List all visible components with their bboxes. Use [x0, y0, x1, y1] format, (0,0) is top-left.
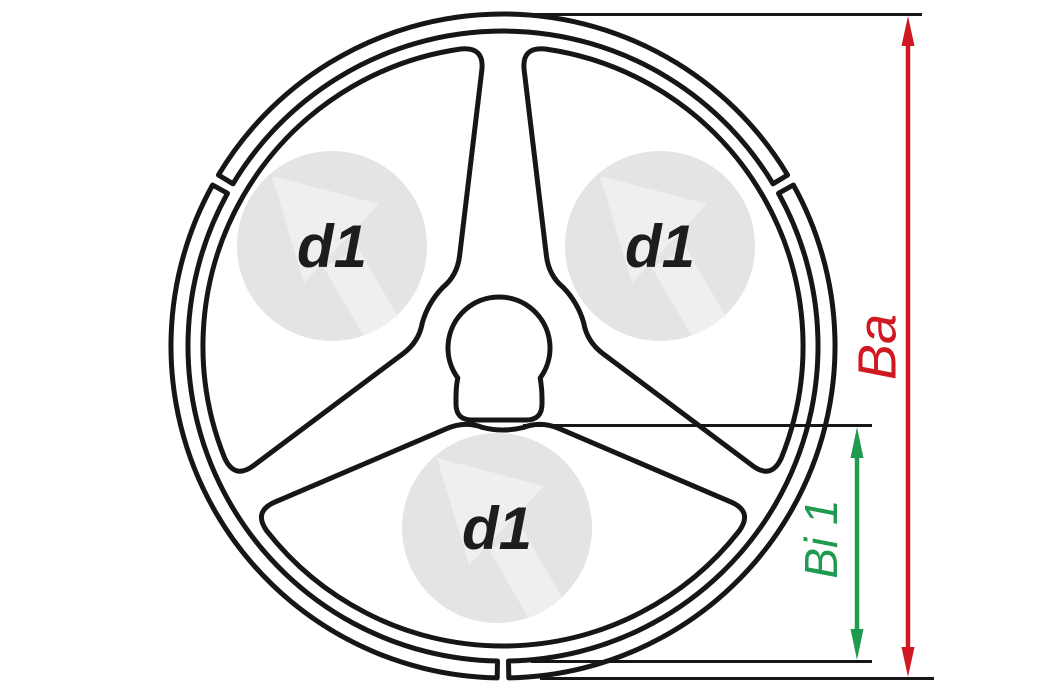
ba-arrowhead-down-icon	[901, 647, 915, 677]
hub-bore	[445, 294, 553, 423]
rim-sector-lower-left	[168, 182, 500, 681]
extension-lines	[503, 13, 934, 680]
bi1-arrowhead-down-icon	[850, 629, 864, 660]
ba-dimension-label: Ba	[847, 314, 907, 380]
ba-arrowhead-up-icon	[901, 16, 915, 46]
rim-sector-top	[215, 11, 791, 187]
hole-circles: d1 d1 d1	[237, 151, 755, 623]
hole-diameter-label: d1	[297, 213, 367, 280]
ba-dimension: Ba	[847, 16, 915, 677]
bi1-arrowhead-up-icon	[850, 427, 864, 458]
hole-diameter-label: d1	[625, 213, 695, 280]
bi1-dimension-label: Bi 1	[795, 499, 847, 578]
hole-upper-right: d1	[565, 151, 755, 341]
hole-diameter-label: d1	[462, 495, 532, 562]
bi1-dimension: Bi 1	[795, 427, 864, 660]
rim-sector-lower-right	[506, 182, 838, 681]
